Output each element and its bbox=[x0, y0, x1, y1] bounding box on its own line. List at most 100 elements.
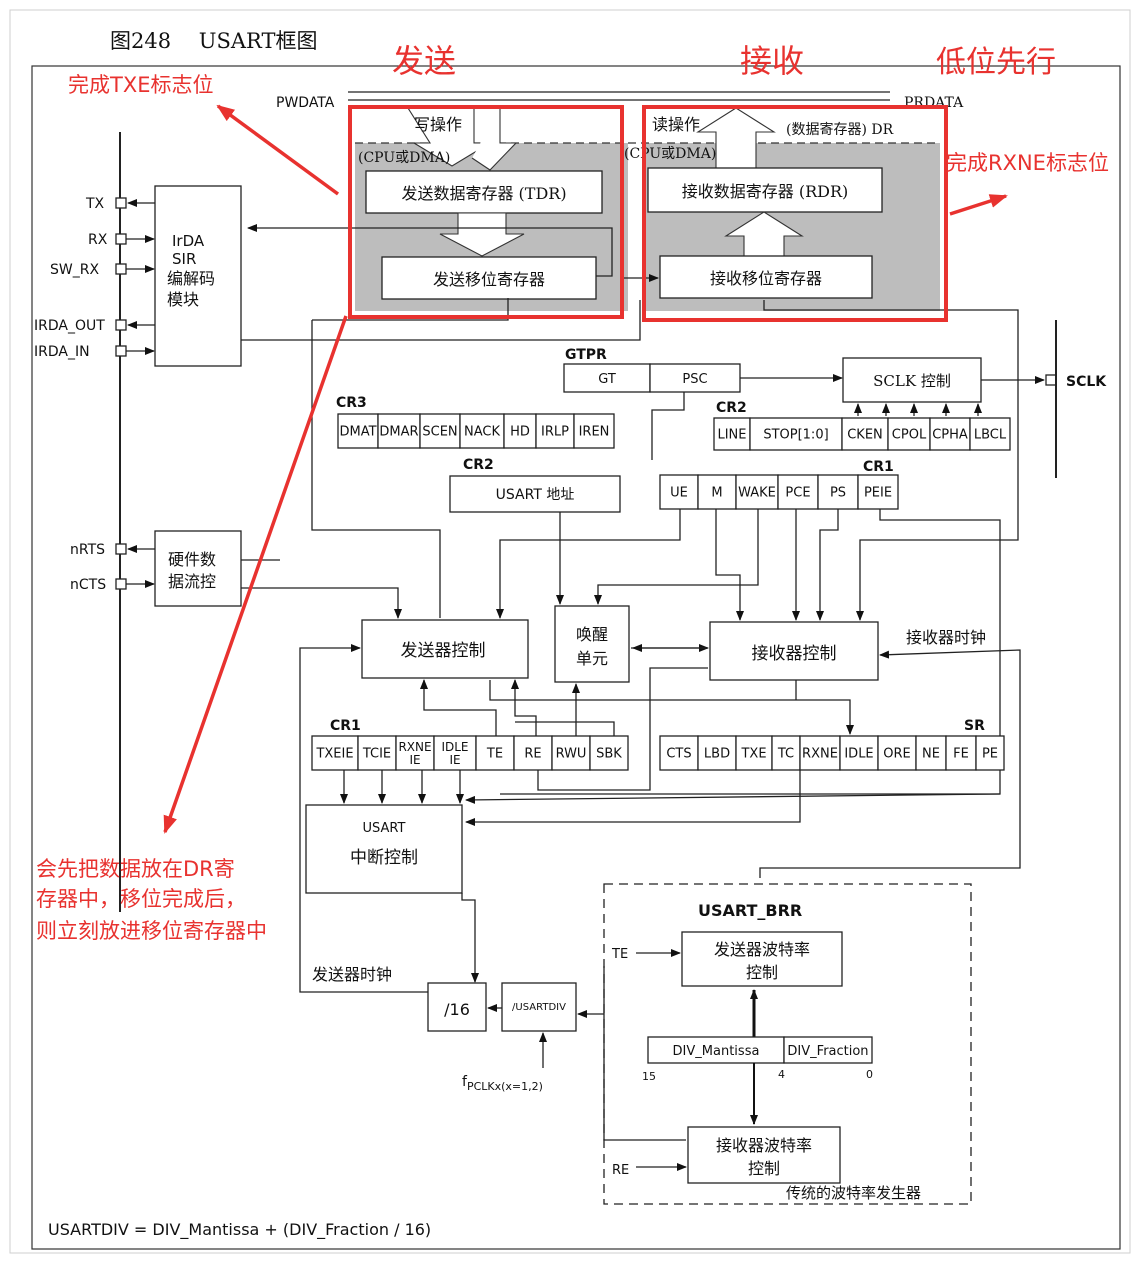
legacy-baud-label: 传统的波特率发生器 bbox=[786, 1184, 921, 1202]
cr1t-bits-bit-ps: PS bbox=[830, 486, 846, 501]
cr1b-bits-bit-txeie: TXEIE bbox=[315, 747, 353, 762]
rx-shift-label: 接收移位寄存器 bbox=[710, 269, 822, 288]
sr-bits-cell bbox=[771, 735, 801, 771]
pwdata-label: PWDATA bbox=[276, 95, 335, 111]
irq-l1: USART bbox=[363, 821, 406, 836]
cr1t-bits-cell bbox=[659, 474, 699, 510]
sr-bits-bit-ore: ORE bbox=[883, 747, 910, 762]
annotation-rxne: 完成RXNE标志位 bbox=[946, 151, 1109, 175]
sr-bits-cell bbox=[799, 735, 841, 771]
rx-cpu-dma-label: (CPU或DMA) bbox=[624, 146, 716, 162]
brr-region bbox=[603, 883, 972, 1205]
tx-baud-l2: 控制 bbox=[746, 963, 778, 982]
div-fraction-box bbox=[783, 1036, 873, 1064]
sr-bits-bit-tc: TC bbox=[777, 747, 794, 762]
rx-baud-l2: 控制 bbox=[748, 1159, 780, 1178]
svg-text:IRDA_IN: IRDA_IN bbox=[34, 344, 90, 360]
usartdiv-formula: USARTDIV = DIV_Mantissa + (DIV_Fraction … bbox=[48, 1220, 431, 1240]
cr3-label: CR3 bbox=[336, 395, 367, 411]
cr3-bits-cell bbox=[535, 413, 575, 449]
flow-l1: 硬件数 bbox=[168, 550, 216, 569]
gtpr-psc-label: PSC bbox=[682, 372, 707, 387]
cr1b-bits-cell bbox=[433, 735, 477, 771]
cr3-bits-cell bbox=[459, 413, 505, 449]
gtpr-label: GTPR bbox=[565, 347, 607, 363]
rx-shift-box bbox=[659, 255, 873, 299]
read-op-label: 读操作 bbox=[652, 115, 700, 134]
cr2-bits-bit-lbcl: LBCL bbox=[974, 428, 1007, 443]
cr1b-bits-bit-tcie: TCIE bbox=[362, 747, 391, 762]
wake-l2: 单元 bbox=[576, 649, 608, 668]
cr3-bits-bit-dmat: DMAT bbox=[339, 425, 376, 440]
cr3-bits-bit-hd: HD bbox=[510, 425, 530, 440]
sr-label: SR bbox=[964, 718, 985, 734]
wake-unit-block bbox=[554, 605, 630, 683]
receive-highlight-box bbox=[642, 105, 948, 322]
svg-text:nRTS: nRTS bbox=[70, 542, 105, 558]
sr-bits-bit-fe: FE bbox=[953, 747, 969, 762]
cr3-bits-bit-dmar: DMAR bbox=[379, 425, 418, 440]
rxne-arrow bbox=[949, 194, 1008, 216]
fpclk-label: fPCLKx(x=1,2) bbox=[462, 1074, 543, 1093]
sr-bits-bit-idle: IDLE bbox=[844, 747, 873, 762]
cr1t-bits-bit-pce: PCE bbox=[785, 486, 810, 501]
cr2-top-label: CR2 bbox=[716, 400, 747, 416]
cr1b-bits-cell bbox=[513, 735, 553, 771]
tx-shift-label: 发送移位寄存器 bbox=[433, 270, 545, 289]
div-fraction-label: DIV_Fraction bbox=[787, 1044, 868, 1059]
irda-l1: IrDA bbox=[172, 232, 205, 250]
usartdiv-label: /USARTDIV bbox=[512, 1002, 566, 1013]
cr1b-bits-cell bbox=[589, 735, 629, 771]
cr2-bits-cell bbox=[887, 417, 931, 451]
flow-ctrl-block bbox=[154, 530, 242, 607]
sr-bits-cell bbox=[697, 735, 737, 771]
cr2-bits-cell bbox=[969, 417, 1011, 451]
cr2-bits-cell bbox=[713, 417, 751, 451]
bit-15: 15 bbox=[642, 1070, 656, 1083]
gtpr-gt bbox=[563, 363, 651, 393]
cr1b-bits-bit-idle-ie: IE bbox=[449, 753, 460, 767]
wake-l1: 唤醒 bbox=[576, 625, 608, 644]
cr1b-bits-bit-rwu: RWU bbox=[556, 747, 587, 762]
tx-baud-block bbox=[681, 931, 843, 987]
cr1b-bits-bit-idle-ie: IDLE bbox=[441, 740, 468, 754]
sr-bits-bit-pe: PE bbox=[982, 747, 998, 762]
cr2-bits-cell bbox=[841, 417, 889, 451]
irda-block bbox=[154, 185, 242, 367]
bit-0: 0 bbox=[866, 1068, 873, 1081]
svg-text:RX: RX bbox=[88, 232, 108, 248]
cr1b-bits-bit-sbk: SBK bbox=[596, 747, 622, 762]
sr-bits-cell bbox=[659, 735, 699, 771]
cr2-bits-bit-line: LINE bbox=[717, 428, 746, 443]
flow-l2: 据流控 bbox=[168, 572, 216, 591]
brr-label: USART_BRR bbox=[698, 901, 802, 920]
cr3-bits-bit-scen: SCEN bbox=[422, 425, 457, 440]
tdr-label: 发送数据寄存器 (TDR) bbox=[401, 184, 566, 203]
sr-bits-bit-cts: CTS bbox=[666, 747, 691, 762]
cr1t-bits-cell bbox=[857, 474, 899, 510]
cr1b-bits-bit-rxne-ie: RXNE bbox=[398, 740, 431, 754]
gtpr-psc bbox=[649, 363, 741, 393]
usartdiv-box bbox=[501, 982, 577, 1032]
cr3-bits-cell bbox=[419, 413, 461, 449]
cr1b-bits-cell bbox=[475, 735, 515, 771]
cr1t-bits-bit-ue: UE bbox=[670, 486, 688, 501]
cr2-bits-bit-cpha: CPHA bbox=[932, 428, 968, 443]
rx-ctrl-block bbox=[709, 621, 879, 681]
sr-bits-cell bbox=[839, 735, 879, 771]
annotation-receive: 接收 bbox=[740, 42, 804, 80]
sr-bits-cell bbox=[975, 735, 1005, 771]
brr-te-label: TE bbox=[611, 947, 628, 962]
txe-arrow bbox=[216, 104, 340, 196]
tx-cpu-dma-label: (CPU或DMA) bbox=[358, 150, 450, 166]
svg-text:SW_RX: SW_RX bbox=[50, 262, 99, 278]
annotation-note-line3: 则立刻放进移位寄存器中 bbox=[36, 919, 267, 943]
bit-4: 4 bbox=[778, 1068, 785, 1081]
rx-baud-l1: 接收器波特率 bbox=[716, 1136, 812, 1155]
cr1b-bits-cell bbox=[551, 735, 591, 771]
cr3-bits-bit-nack: NACK bbox=[464, 425, 500, 440]
